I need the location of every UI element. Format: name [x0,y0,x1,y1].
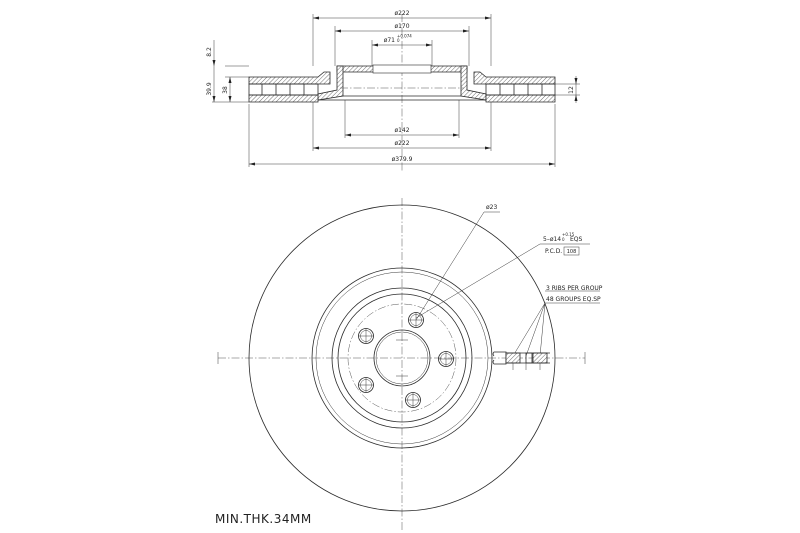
ribs-per-group-label: 3 RIBS PER GROUP [546,285,603,292]
bolt-tol-lower: 0 [562,237,565,242]
disc-outer-edge [248,204,556,512]
front-view: ø23 5–ø14 +0.15 0 EQS P.C.D. 108 3 RIBS … [215,198,603,530]
ring-left-bottom [248,94,319,103]
dim-379-9: ø379.9 [392,156,413,163]
hat-outer [331,287,473,429]
center-bore-chamfer [375,331,429,385]
pcd-box [563,246,580,256]
bolt-hole [358,328,374,344]
bolt-spacing-label: EQS [570,236,583,243]
hat-step [337,293,467,423]
rib-leader [539,302,546,357]
min-thickness-label: MIN.THK.34MM [215,512,312,526]
rib-leader [525,302,546,357]
dim-71-tol-upper: +0.074 [397,34,412,39]
hole-dia-label: ø23 [486,204,497,211]
leader-d23 [415,211,485,321]
dim-71-tol-lower: 0 [397,38,400,43]
dim-142: ø142 [394,127,409,134]
rib-leader [512,302,546,357]
ring-right-bottom [485,94,556,103]
friction-ring-inner-edge [311,267,493,449]
bolt-tol-upper: +0.15 [562,232,575,237]
groups-label: 48 GROUPS EQ.SP [546,296,601,303]
pcd-circle [347,303,457,413]
bolt-hole [438,351,454,367]
ring-left-top [248,71,331,85]
pcd-label: P.C.D. [545,248,562,255]
pcd-value: 108 [567,249,577,255]
ring-right-top [473,71,556,85]
dim-12: 12 [568,86,575,94]
rib-detail [492,351,550,370]
dim-38: 38 [222,86,229,94]
leader-bolt-spec [415,243,541,319]
dim-71: ø71 [384,37,395,44]
dim-8-2: 8.2 [206,47,213,57]
friction-ring-chamfer [315,271,489,445]
dim-170: ø170 [394,23,409,30]
bolt-hole [358,377,374,393]
dim-39-9: 39.9 [206,82,213,96]
dim-222-top: ø222 [394,10,409,17]
bolt-spec-label: 5–ø14 [543,236,561,243]
dim-222-bottom: ø222 [394,140,409,147]
center-bore [373,329,431,387]
section-view: ø222 ø170 ø71 +0.074 0 [206,10,580,172]
bolt-hole [405,392,421,408]
